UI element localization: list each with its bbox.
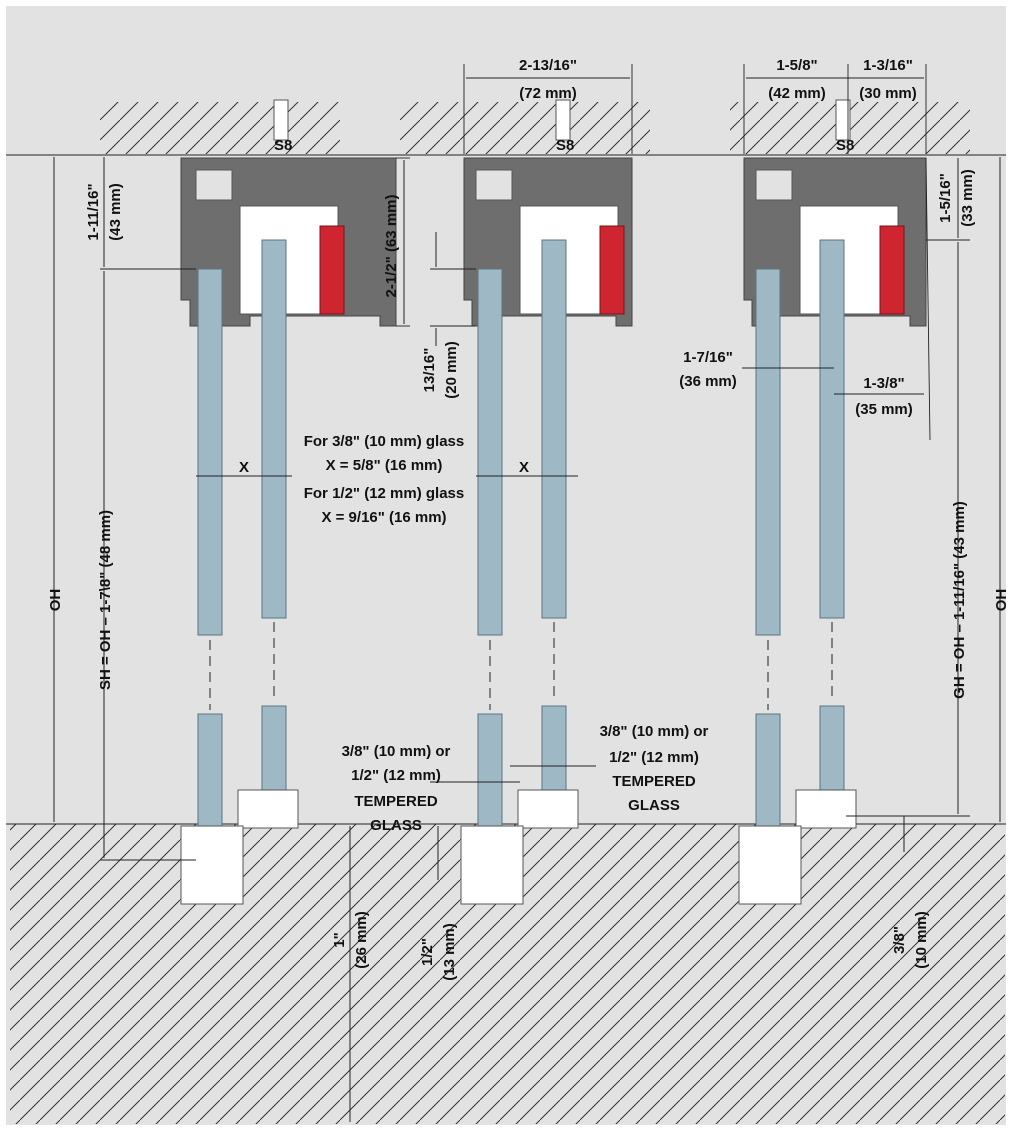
dim-col1-top-in: 1-11/16"	[85, 183, 102, 240]
ceiling-hatch	[6, 102, 1006, 156]
x-mark-2: X	[519, 459, 529, 476]
glass-panel-3a	[755, 268, 781, 857]
glass-b-line-3: TEMPERED	[612, 773, 696, 790]
glass-b-line-2: 1/2" (12 mm)	[609, 749, 699, 766]
dim-col3-offset-mm: (35 mm)	[855, 401, 913, 418]
dim-col2-width-in: 2-13/16"	[519, 57, 577, 74]
gh-formula: GH = OH – 1-11/16" (43 mm)	[951, 501, 968, 699]
s8-label-3: S8	[836, 137, 854, 154]
dim-col2-drop-mm: (20 mm)	[443, 341, 460, 399]
floor-guide-2	[517, 789, 579, 829]
dim-col3-gap-in: 1-7/16"	[683, 349, 733, 366]
note-line-2: X = 5/8" (16 mm)	[326, 457, 443, 474]
floor-channel-3	[738, 825, 802, 905]
dim-col2-bottom-in: 1/2"	[419, 938, 436, 966]
x-mark-1: X	[239, 459, 249, 476]
floor-channel-2	[460, 825, 524, 905]
dim-col2-width-mm: (72 mm)	[519, 85, 577, 102]
glass-b-line-1: 3/8" (10 mm) or	[600, 723, 709, 740]
glass-panel-2a	[477, 268, 503, 857]
oh-left-label: OH	[47, 589, 64, 612]
s8-label-2: S8	[556, 137, 574, 154]
dim-col1-bottom-in: 1"	[331, 932, 348, 947]
floor-guide-3	[795, 789, 857, 829]
dim-col3-top-mm: (33 mm)	[959, 169, 976, 227]
dim-col1-bottom-mm: (26 mm)	[353, 911, 370, 969]
sh-formula: SH = OH – 1-7\8" (48 mm)	[97, 510, 114, 690]
glass-a-line-1: 3/8" (10 mm) or	[342, 743, 451, 760]
glass-a-line-3: TEMPERED	[354, 793, 438, 810]
track-assembly-1: S8	[180, 99, 397, 327]
glass-panel-1b	[261, 239, 287, 817]
dim-col3-left-in: 1-5/8"	[776, 57, 817, 74]
dim-col3-bottom-mm: (10 mm)	[913, 911, 930, 969]
dim-col1-track-height: 2-1/2" (63 mm)	[383, 195, 400, 298]
dim-col1-top-mm: (43 mm)	[107, 183, 124, 241]
dim-col3-right-in: 1-3/16"	[863, 57, 913, 74]
dim-col3-left-mm: (42 mm)	[768, 85, 826, 102]
note-line-1: For 3/8" (10 mm) glass	[304, 433, 465, 450]
floor-channel-1	[180, 825, 244, 905]
dim-col2-drop-in: 13/16"	[421, 348, 438, 393]
glass-a-line-2: 1/2" (12 mm)	[351, 767, 441, 784]
dimension-lines	[22, 64, 1001, 1122]
oh-right-label: OH	[993, 589, 1010, 612]
note-line-4: X = 9/16" (16 mm)	[321, 509, 446, 526]
dim-col2-bottom-mm: (13 mm)	[441, 923, 458, 981]
note-line-3: For 1/2" (12 mm) glass	[304, 485, 465, 502]
floor-guide-1	[237, 789, 299, 829]
dim-col3-offset-in: 1-3/8"	[863, 375, 904, 392]
glass-panel-3b	[819, 239, 845, 817]
glass-b-line-4: GLASS	[628, 797, 680, 814]
s8-label-1: S8	[274, 137, 292, 154]
dim-col3-bottom-in: 3/8"	[891, 926, 908, 954]
glass-panel-1a	[197, 268, 223, 857]
dim-col3-gap-mm: (36 mm)	[679, 373, 737, 390]
glass-panel-2b	[541, 239, 567, 817]
dim-col3-right-mm: (30 mm)	[859, 85, 917, 102]
dim-col3-top-in: 1-5/16"	[937, 173, 954, 223]
glass-a-line-4: GLASS	[370, 817, 422, 834]
